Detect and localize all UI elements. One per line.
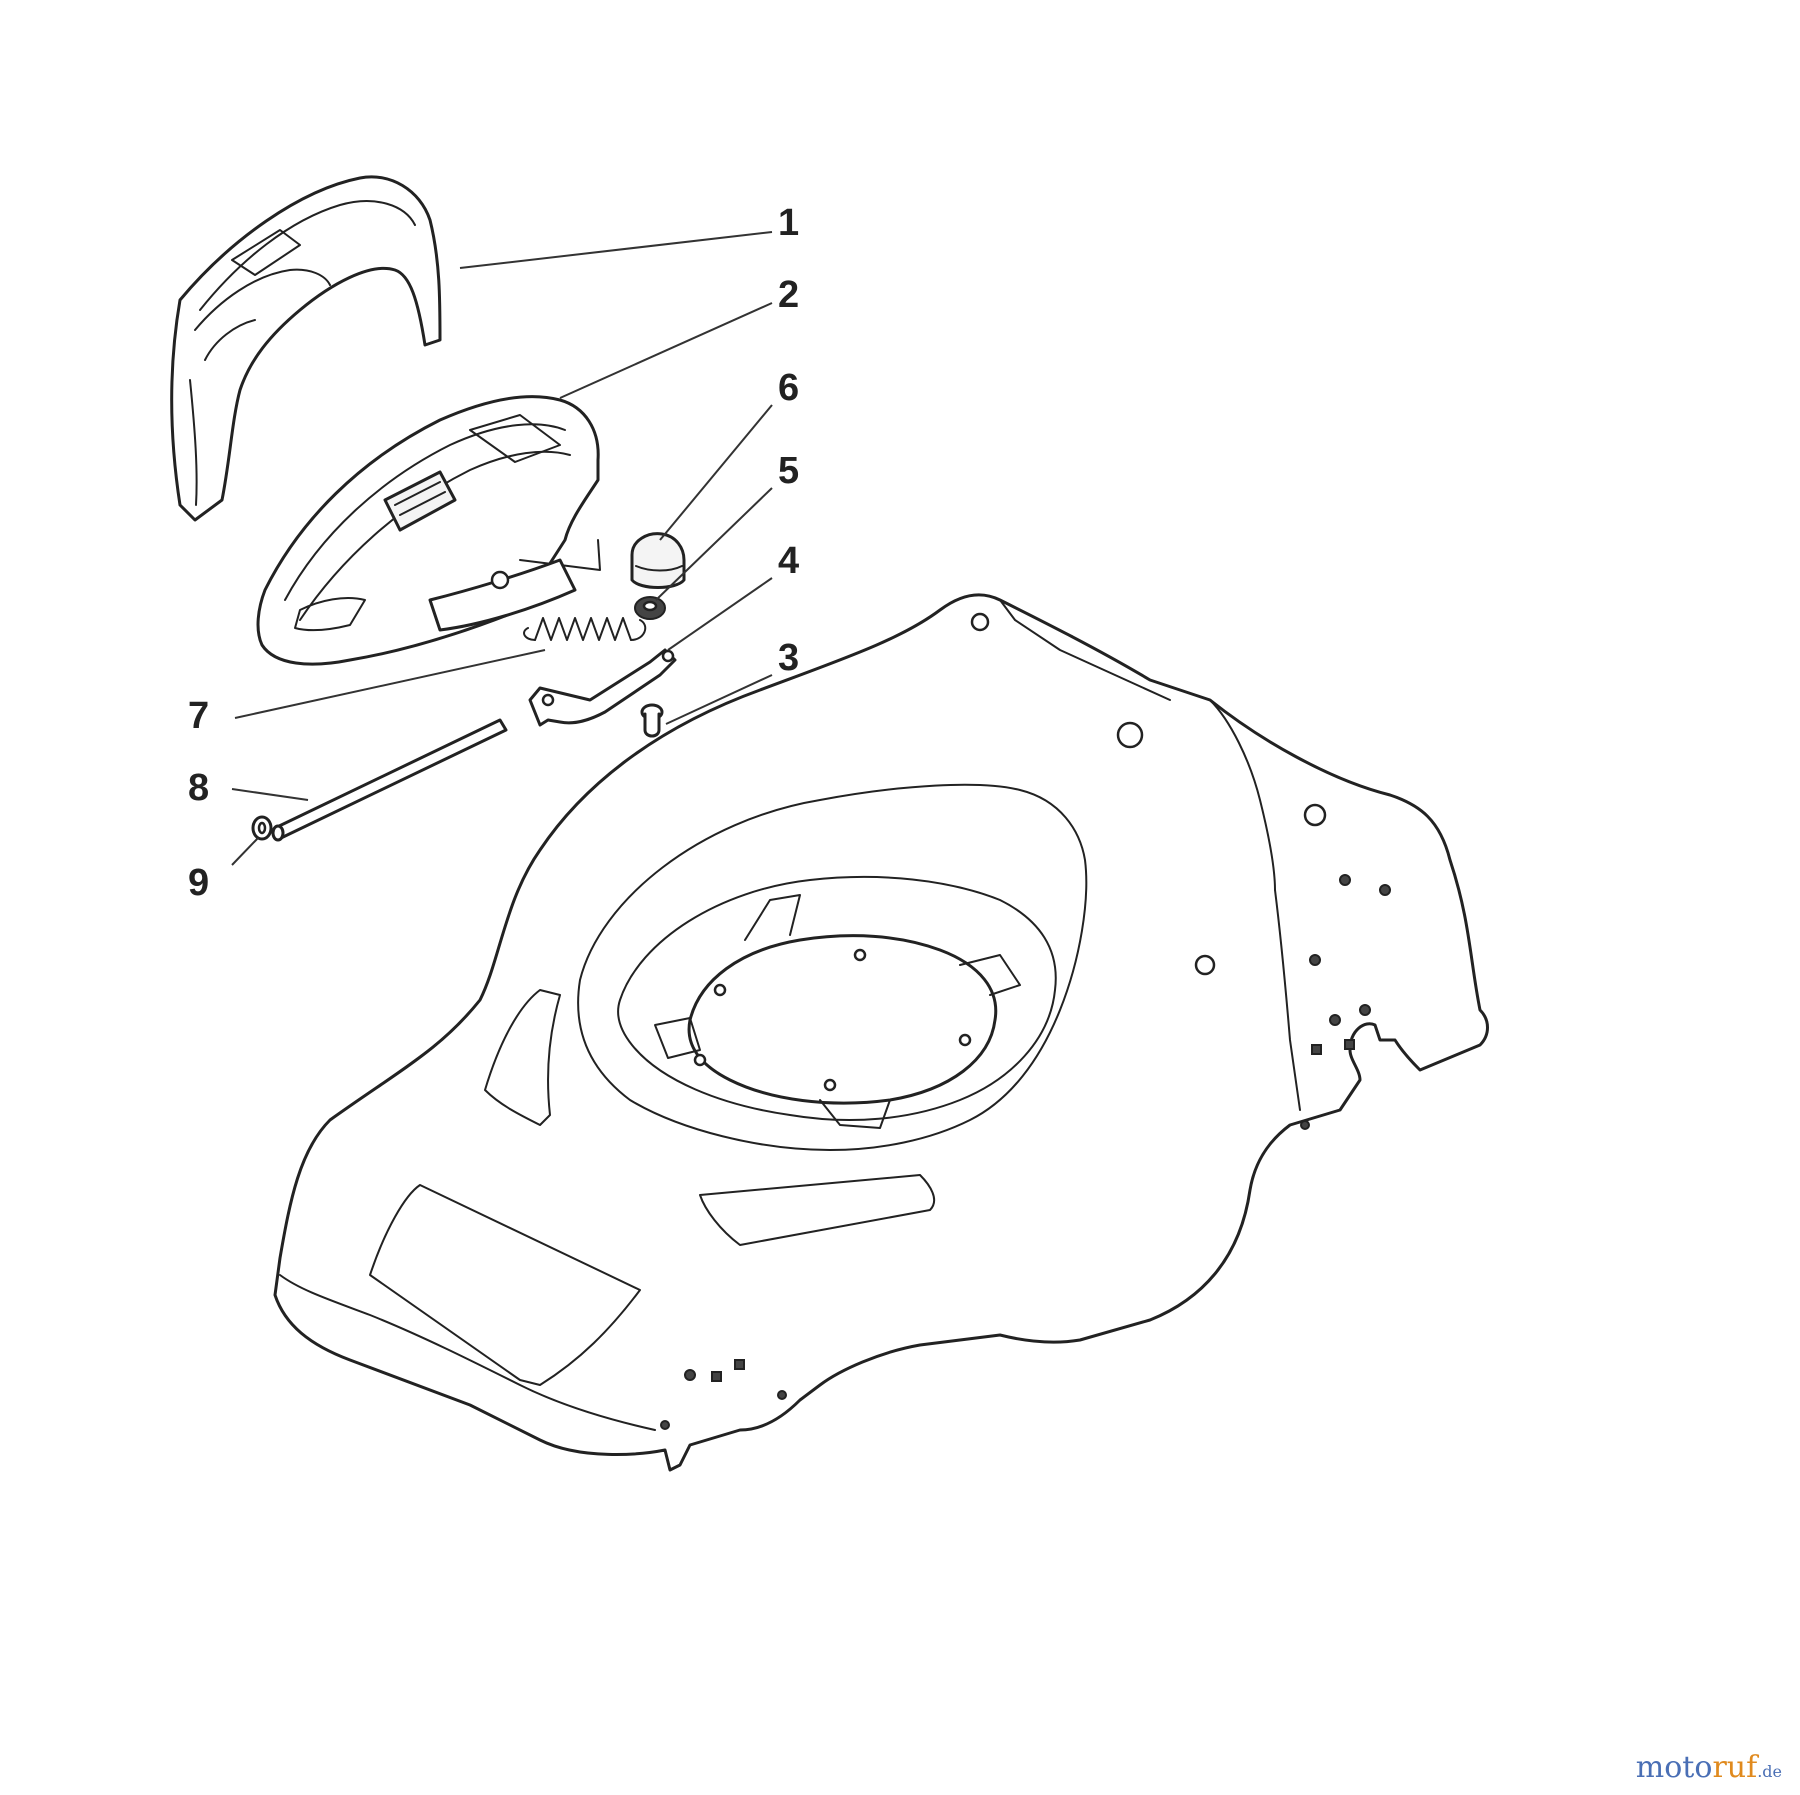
- callout-9: 9: [188, 862, 209, 904]
- leader-line-4: [667, 577, 773, 651]
- part-3-screw: [640, 703, 664, 738]
- callout-1: 1: [778, 202, 799, 244]
- callout-4: 4: [778, 540, 799, 582]
- part-7-spring: [523, 617, 647, 641]
- watermark-part-1: moto: [1635, 1750, 1713, 1785]
- part-8-rod: [271, 718, 508, 842]
- leader-line-3: [665, 674, 773, 725]
- watermark-part-3: .de: [1757, 1762, 1782, 1781]
- leader-line-2: [559, 302, 773, 399]
- callout-6: 6: [778, 367, 799, 409]
- leader-line-8: [231, 788, 309, 801]
- callout-2: 2: [778, 274, 799, 316]
- part-1-flap-cover: [170, 175, 442, 522]
- watermark-part-2: ruf: [1712, 1750, 1758, 1785]
- leader-line-5: [655, 487, 773, 601]
- mower-deck: [273, 593, 1489, 1472]
- leader-line-7: [234, 649, 546, 719]
- part-6-cap: [630, 532, 686, 589]
- callout-labels: 1 2 6 5 4 3 7 8 9: [188, 202, 799, 904]
- part-5-nut: [634, 596, 666, 620]
- leader-line-6: [659, 404, 773, 541]
- callout-8: 8: [188, 767, 209, 809]
- part-2-rear-hood: [256, 395, 601, 666]
- callout-7: 7: [188, 695, 209, 737]
- part-9-washer: [251, 815, 273, 841]
- callout-5: 5: [778, 450, 799, 492]
- part-4-bracket: [528, 648, 677, 727]
- leader-line-9: [231, 837, 259, 866]
- watermark-logo: motoruf.de: [1636, 1750, 1782, 1785]
- callout-3: 3: [778, 637, 799, 679]
- leader-line-1: [459, 231, 773, 269]
- leader-lines: [231, 231, 773, 866]
